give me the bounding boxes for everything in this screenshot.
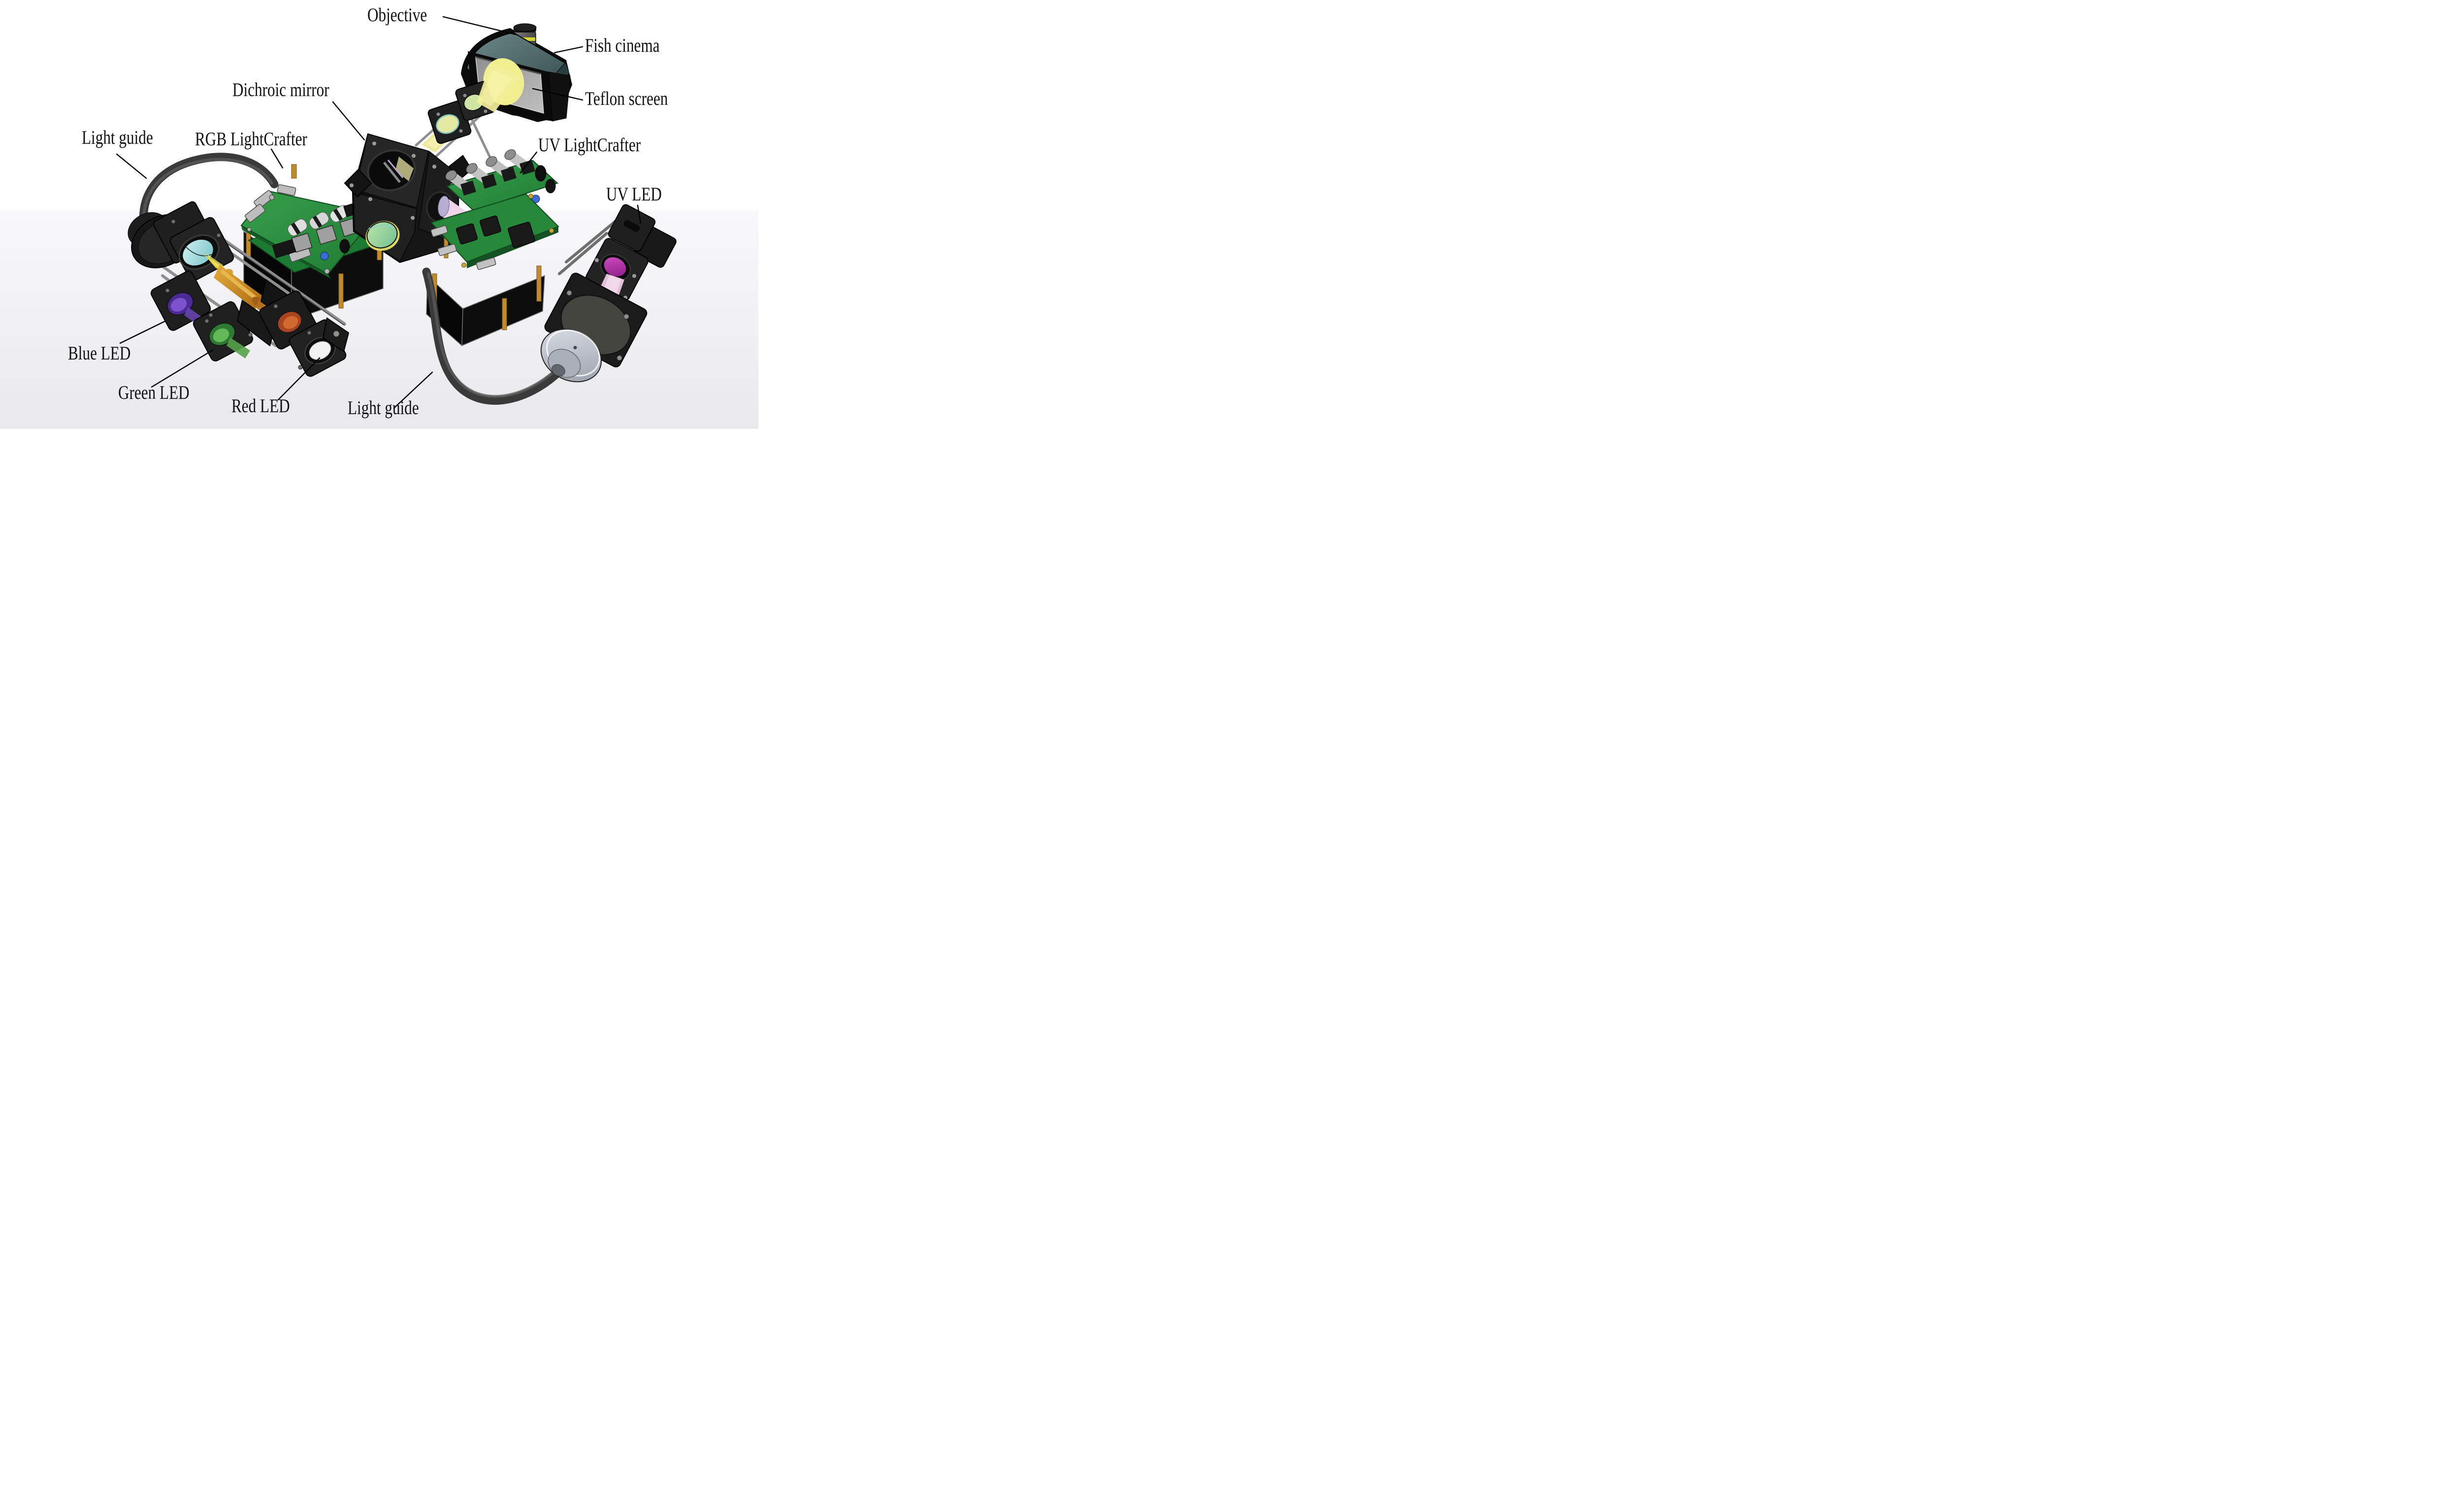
green-led-lens (213, 328, 229, 342)
light-guide-right-cable-body (422, 267, 566, 405)
bnc-2 (466, 163, 497, 189)
rgb-dsub-connectors (245, 184, 311, 262)
projection-cage (427, 63, 521, 144)
light-guide-left-cable-highlight (142, 158, 273, 227)
label-uv-lightcrafter: UV LightCrafter (538, 134, 641, 156)
rail-rod-long (210, 230, 346, 325)
leader-dichroic-mirror (332, 101, 365, 141)
bnc-1 (445, 170, 476, 196)
scene-svg (0, 16, 758, 429)
cube-corner-plate-left (344, 168, 372, 198)
cage-plate-a-lens (436, 114, 459, 134)
label-objective: Objective (367, 4, 427, 26)
leader-light-guide-bottom (393, 371, 433, 409)
leader-uv-lightcrafter (519, 151, 538, 174)
label-light-guide-left: Light guide (82, 127, 153, 148)
beam-green (227, 338, 250, 358)
rod-end-screw (333, 330, 340, 337)
cyan-lens (182, 239, 214, 266)
leader-green-led (151, 349, 214, 388)
bnc-3 (486, 156, 517, 182)
objective-cap-top (513, 23, 537, 32)
projection-beam-core (480, 70, 513, 106)
uv-lightcrafter-module (426, 149, 559, 347)
uv-led-top-slot (623, 220, 640, 232)
rail-rod-long-shade (211, 232, 345, 326)
cyan-lens-curve (185, 246, 213, 257)
white-lens (309, 341, 331, 360)
uv-bnc-connectors (445, 149, 535, 196)
rgb-black-cap (339, 239, 350, 254)
beam-amber-core (221, 270, 259, 301)
red-led-lens (283, 316, 298, 329)
bnc-4 (504, 149, 535, 175)
light-guide-right-cable (422, 267, 566, 405)
label-green-led: Green LED (118, 382, 190, 403)
uv-chips (456, 215, 535, 248)
light-guide-left-cable (139, 153, 279, 232)
uv-black-cap-2 (545, 179, 556, 193)
label-fish-cinema: Fish cinema (585, 35, 660, 56)
led-assembly (128, 201, 350, 377)
dichroic-mirror-tint (387, 160, 404, 178)
leader-light-guide-left (116, 153, 147, 179)
uv-led-plate-screws (587, 257, 637, 300)
label-teflon-screen: Teflon screen (585, 88, 668, 109)
leader-blue-led (119, 320, 166, 344)
leader-red-led (277, 357, 321, 401)
cage-screws (436, 93, 488, 133)
uv-connectors-silver (430, 225, 496, 270)
rgb-blue-cap (320, 252, 329, 260)
uv-blue-cap (531, 194, 540, 203)
leader-uv-led (637, 204, 642, 224)
led-plate-screws (165, 219, 312, 370)
uv-collimator-hole (551, 364, 565, 377)
label-light-guide-bottom: Light guide (348, 397, 419, 418)
cube-inner-beam-glimpse (395, 157, 414, 181)
blue-led-lens (170, 298, 187, 312)
uv-pcb-lower-edge (467, 226, 558, 268)
label-dichroic-mirror: Dichroic mirror (232, 79, 329, 100)
uv-black-cap-1 (535, 165, 547, 182)
label-red-led: Red LED (231, 395, 290, 417)
label-blue-led: Blue LED (68, 343, 131, 364)
green-lens-cyan-arc (369, 225, 394, 230)
uv-screws (461, 193, 554, 268)
uv-led-assembly (540, 204, 677, 383)
leader-rgb-lightcrafter (270, 148, 284, 169)
label-uv-led: UV LED (606, 184, 662, 205)
dichroic-mirror-edge (383, 161, 401, 183)
green-dichroic-lens (366, 221, 398, 249)
label-rgb-lightcrafter: RGB LightCrafter (195, 129, 307, 150)
leader-teflon-screen (532, 88, 583, 101)
uv-led-housing-screws (559, 290, 629, 361)
light-guide-right-cable-highlight (427, 272, 560, 398)
leader-lines (116, 16, 642, 409)
pink-beam-lavender-cap (438, 195, 450, 217)
uv-collimator-pin (573, 346, 577, 350)
leader-objective (442, 16, 518, 36)
figure-canvas: Objective Fish cinema Dichroic mirror Te… (0, 0, 758, 429)
leader-fish-cinema (553, 46, 583, 54)
fish-cinema-right-corner (548, 71, 571, 122)
